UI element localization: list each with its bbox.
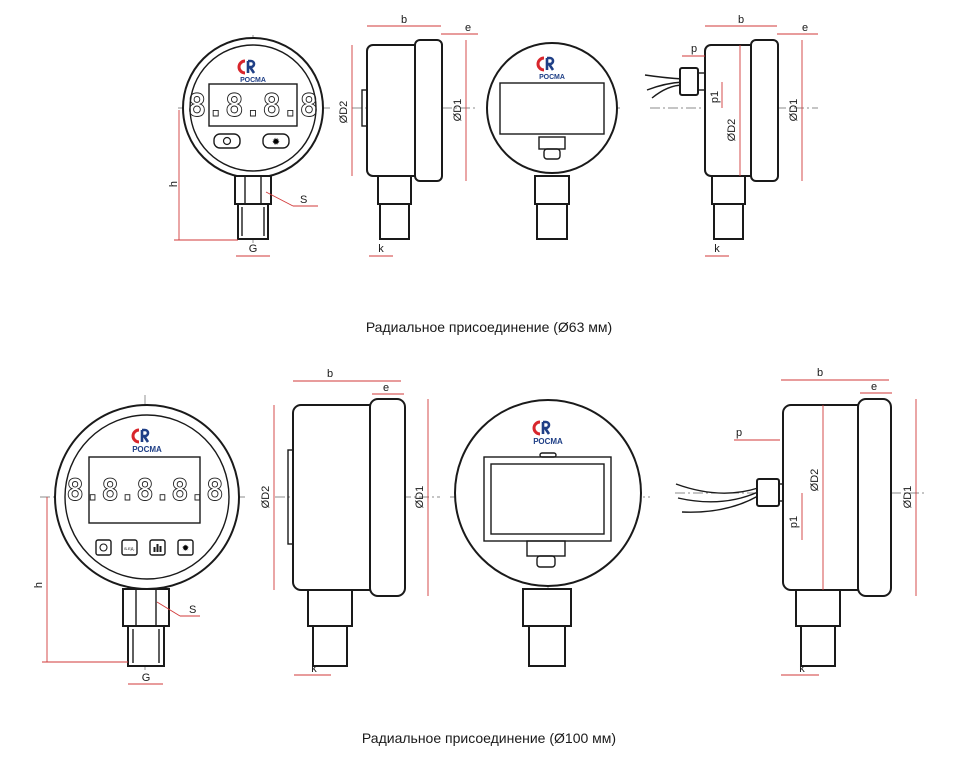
small-g-label: G bbox=[249, 243, 258, 255]
large-cable-d1-label: ØD1 bbox=[902, 486, 914, 509]
small-side-d2-label: ØD2 bbox=[338, 101, 350, 124]
small-thread bbox=[237, 203, 269, 240]
large-display bbox=[88, 456, 201, 524]
small-s-label: S bbox=[300, 194, 307, 206]
small-cable-p-label: p bbox=[691, 43, 697, 55]
small-side-e-label: e bbox=[465, 22, 471, 34]
small-light-button bbox=[262, 133, 290, 149]
large-cable-p-label: p bbox=[736, 427, 742, 439]
large-power-button bbox=[95, 539, 112, 556]
large-back-brand: РОСМА bbox=[533, 437, 563, 446]
small-display bbox=[208, 83, 298, 127]
small-cable-e-label: e bbox=[802, 22, 808, 34]
large-cable-k-label: k bbox=[799, 663, 805, 675]
large-units-button bbox=[121, 539, 138, 556]
large-side-d2-label: ØD2 bbox=[260, 486, 272, 509]
light-icon: ✹ bbox=[272, 137, 280, 148]
small-cable-k-label: k bbox=[714, 243, 720, 255]
large-cable-p1-label: p1 bbox=[788, 516, 800, 528]
large-cable-d2-label: ØD2 bbox=[809, 469, 821, 492]
large-front-view: РОСМА 8.8.8.8.8 Б.ЕД. ✹ h G S bbox=[33, 395, 245, 685]
large-chart-button bbox=[149, 539, 166, 556]
large-side-d1-label: ØD1 bbox=[414, 486, 426, 509]
small-back-brand: РОСМА bbox=[539, 74, 565, 81]
bar-chart-icon bbox=[153, 544, 162, 552]
large-cable-side-view: b e p p1 ØD2 ØD1 k bbox=[675, 367, 925, 676]
large-g-label: G bbox=[142, 672, 151, 684]
large-side-b-label: b bbox=[327, 368, 333, 380]
small-side-d1-label: ØD1 bbox=[452, 99, 464, 122]
small-cable-d1-label: ØD1 bbox=[788, 99, 800, 122]
small-cable-p1-label: p1 bbox=[709, 91, 721, 103]
small-power-button bbox=[213, 133, 241, 149]
small-cable-b-label: b bbox=[738, 14, 744, 26]
small-side-view: b e ØD2 ØD1 k bbox=[338, 14, 478, 257]
power-icon bbox=[99, 543, 108, 552]
large-side-e-label: e bbox=[383, 382, 389, 394]
small-front-view: РОСМА 8.8.8.8 ✹ h G S bbox=[168, 35, 330, 257]
large-light-button bbox=[177, 539, 194, 556]
large-s-label: S bbox=[189, 604, 196, 616]
large-brand: РОСМА bbox=[132, 445, 162, 454]
power-icon bbox=[222, 136, 232, 146]
small-cable-d2-label: ØD2 bbox=[726, 119, 738, 142]
small-h-label: h bbox=[168, 181, 180, 187]
large-display-digits: 8.8.8.8.8 bbox=[66, 473, 223, 507]
small-brand: РОСМА bbox=[240, 77, 266, 84]
small-back-cover bbox=[499, 82, 605, 135]
large-cable-e-label: e bbox=[871, 381, 877, 393]
large-cable-b-label: b bbox=[817, 367, 823, 379]
large-side-k-label: k bbox=[311, 663, 317, 675]
small-side-b-label: b bbox=[401, 14, 407, 26]
units-icon: Б.ЕД. bbox=[124, 546, 134, 551]
large-h-label: h bbox=[33, 582, 45, 588]
light-icon: ✹ bbox=[182, 543, 190, 553]
small-hex-nut bbox=[234, 175, 272, 205]
large-back-view: РОСМА bbox=[450, 399, 650, 670]
small-side-bezel bbox=[414, 39, 443, 182]
caption-large: Радиальное присоединение (Ø100 мм) bbox=[362, 730, 616, 746]
caption-small: Радиальное присоединение (Ø63 мм) bbox=[366, 319, 612, 335]
small-display-digits: 8.8.8.8 bbox=[188, 88, 319, 124]
small-side-k-label: k bbox=[378, 243, 384, 255]
small-cable-side-view: b e p p1 ØD2 ØD1 k bbox=[644, 14, 818, 257]
small-back-view: РОСМА bbox=[486, 42, 620, 240]
large-side-view: b e ØD2 ØD1 k bbox=[260, 368, 440, 676]
